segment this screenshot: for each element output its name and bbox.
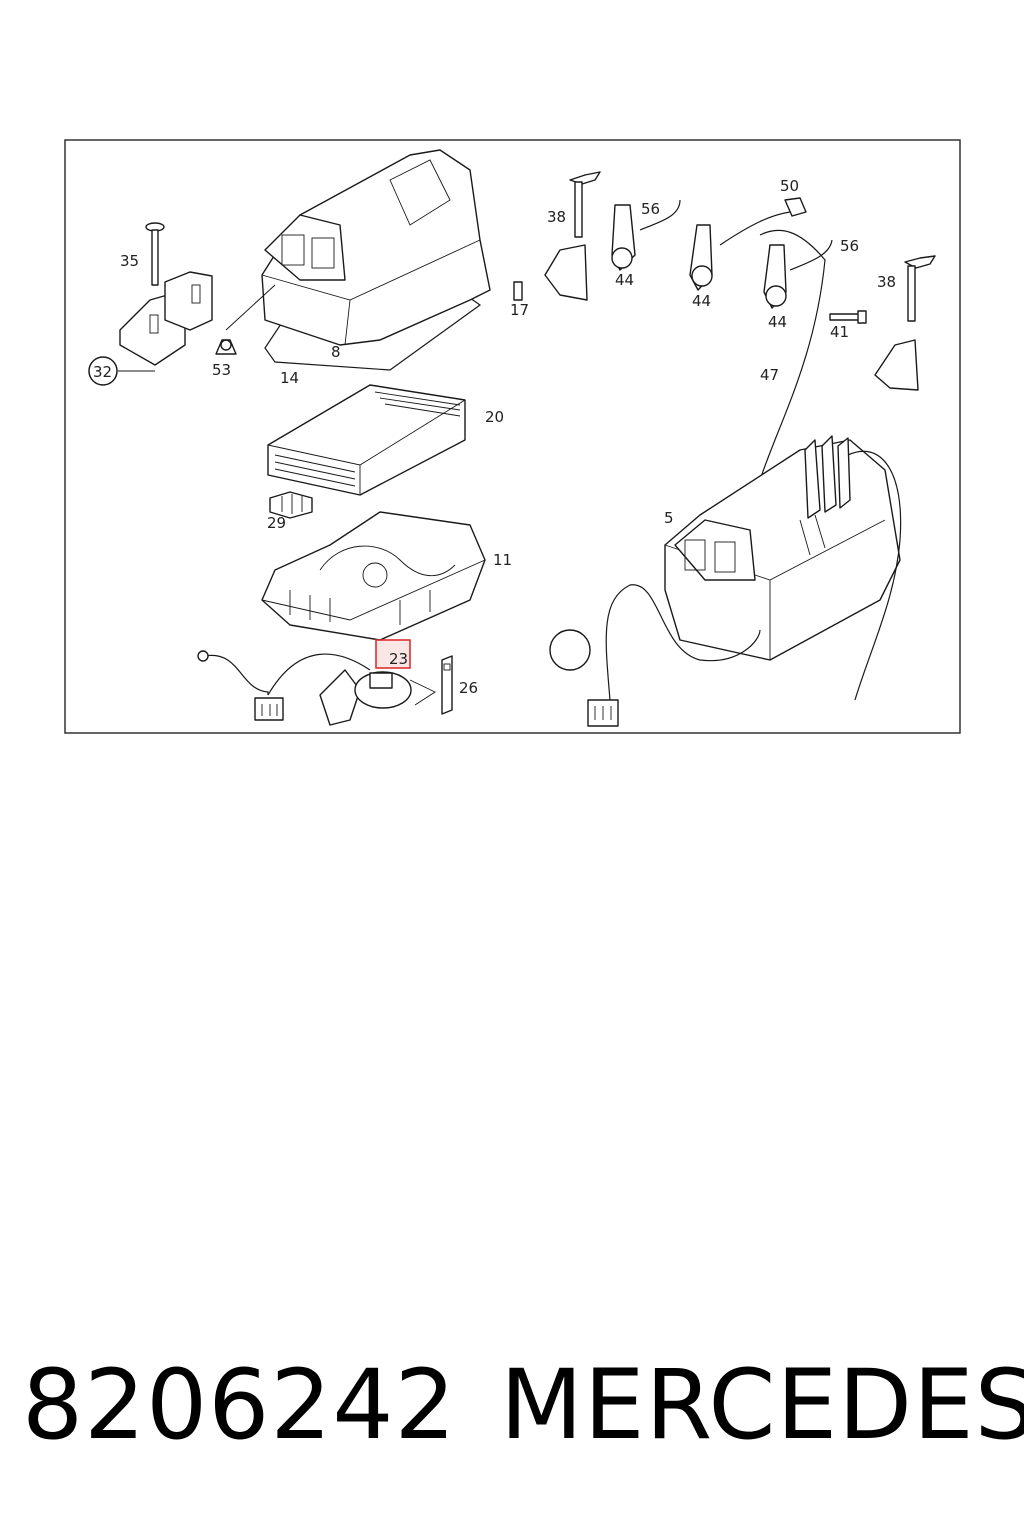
label-29: 29 [267, 514, 286, 532]
part-35-screw [145, 222, 165, 286]
part-47-cable [759, 229, 826, 481]
label-38-left: 38 [547, 208, 566, 226]
part-number: 8206242 [22, 1349, 457, 1461]
part-17-clip [513, 281, 523, 301]
part-44-flap-1 [611, 204, 636, 271]
label-50: 50 [780, 177, 799, 195]
label-44-first: 44 [615, 271, 634, 289]
part-44-flap-3 [763, 244, 787, 309]
label-8: 8 [331, 343, 341, 361]
parts-diagram: 35 32 53 14 8 20 29 11 23 26 38 56 44 17… [64, 139, 961, 734]
caption: 8206242 MERCEDES [0, 1350, 1024, 1480]
part-38-lever-left [544, 171, 601, 301]
label-32: 32 [93, 363, 112, 381]
label-41: 41 [830, 323, 849, 341]
label-17: 17 [510, 301, 529, 319]
callout-23-highlight [375, 639, 411, 669]
diagram-frame [64, 139, 961, 734]
part-29-resistor [269, 491, 313, 519]
label-5: 5 [664, 509, 674, 527]
callout-32-circle [88, 356, 118, 386]
part-50-connector [719, 197, 807, 246]
label-20: 20 [485, 408, 504, 426]
label-35: 35 [120, 252, 139, 270]
part-56-clip-a [639, 199, 681, 231]
label-53: 53 [212, 361, 231, 379]
part-44-flap-2 [689, 224, 713, 291]
part-38-lever-right [874, 255, 936, 391]
part-5-housing [549, 435, 902, 727]
label-11: 11 [493, 551, 512, 569]
part-8-upper-housing [225, 149, 491, 346]
part-20-heater-core [267, 384, 466, 496]
part-23-blower-motor [197, 650, 436, 726]
label-23: 23 [389, 650, 408, 668]
part-32-bracket [118, 271, 213, 372]
label-26: 26 [459, 679, 478, 697]
part-11-lower-housing [261, 511, 486, 641]
label-14: 14 [280, 369, 299, 387]
label-38-right: 38 [877, 273, 896, 291]
part-53-clip [215, 339, 237, 355]
part-41-bolt [829, 310, 867, 324]
label-44-third: 44 [768, 313, 787, 331]
label-44-second: 44 [692, 292, 711, 310]
label-56-right: 56 [840, 237, 859, 255]
label-47: 47 [760, 366, 779, 384]
label-56-left: 56 [641, 200, 660, 218]
brand-name: MERCEDES [500, 1349, 1024, 1461]
part-26-bracket [441, 655, 453, 715]
part-56-clip-b [789, 239, 833, 271]
